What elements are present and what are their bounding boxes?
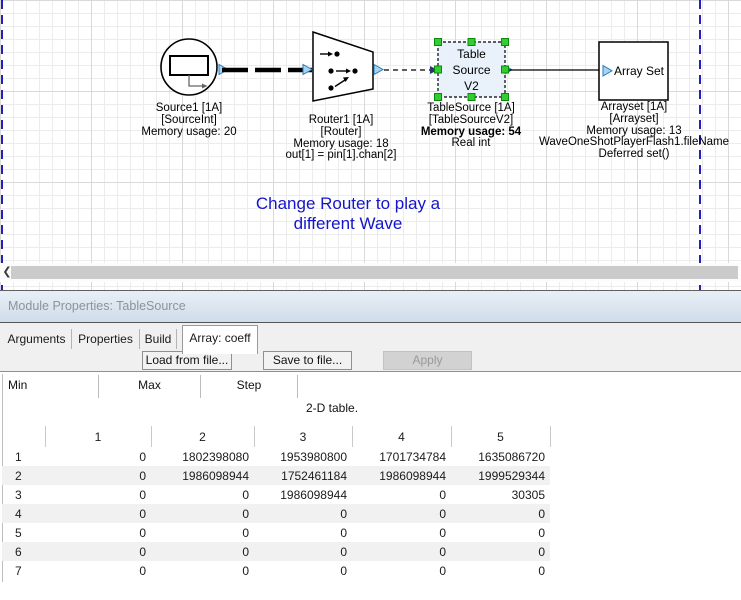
table-row: 5 0 0 0 0 0 (2, 523, 550, 542)
source-block[interactable] (161, 39, 228, 95)
row-header: 7 (2, 561, 45, 580)
cell[interactable]: 0 (451, 561, 550, 580)
table-row: 3 0 0 1986098944 0 30305 (2, 485, 550, 504)
cell[interactable]: 1953980800 (254, 447, 352, 466)
cell[interactable]: 1986098944 (151, 466, 254, 485)
router-label: Router1 [1A] [Router] Memory usage: 18 o… (286, 115, 397, 162)
table-row: 6 0 0 0 0 0 (2, 542, 550, 561)
table-row: 2 0 1986098944 1752461184 1986098944 199… (2, 466, 550, 485)
tabs-and-buttons-strip: Arguments Properties Build Array: coeff … (0, 323, 741, 372)
cell[interactable]: 0 (254, 523, 352, 542)
corner-cell (2, 426, 45, 447)
save-to-file-button[interactable]: Save to file... (263, 351, 352, 370)
cell[interactable]: 0 (151, 523, 254, 542)
table-row: 4 0 0 0 0 0 (2, 504, 550, 523)
cell[interactable]: 1701734784 (352, 447, 451, 466)
col-header: 2 (151, 426, 254, 447)
cell[interactable]: 0 (352, 485, 451, 504)
cell[interactable]: 0 (45, 561, 151, 580)
canvas-annotation[interactable]: Change Router to play a different Wave (256, 194, 440, 234)
cell[interactable]: 0 (151, 542, 254, 561)
coeff-table: 1 2 3 4 5 1 0 1802398080 1953980800 1701… (2, 426, 551, 580)
tab-arguments[interactable]: Arguments (2, 329, 72, 349)
tab-array-coeff[interactable]: Array: coeff (182, 325, 258, 354)
cell[interactable]: 0 (45, 504, 151, 523)
cell[interactable]: 0 (352, 542, 451, 561)
cell[interactable]: 0 (352, 561, 451, 580)
cell[interactable]: 0 (45, 542, 151, 561)
tablesource-body-text: Table Source V2 (438, 46, 505, 94)
tab-build[interactable]: Build (140, 329, 177, 349)
cell[interactable]: 0 (451, 504, 550, 523)
router-block[interactable] (303, 32, 383, 101)
router-output-pin-icon[interactable] (374, 65, 383, 75)
cell[interactable]: 0 (451, 542, 550, 561)
cell[interactable]: 0 (352, 504, 451, 523)
table-caption: 2-D table. (306, 401, 358, 415)
col-header: 5 (451, 426, 550, 447)
cell[interactable]: 1986098944 (254, 485, 352, 504)
properties-titlebar: Module Properties: TableSource (0, 290, 741, 323)
table-row: 7 0 0 0 0 0 (2, 561, 550, 580)
cell[interactable]: 1999529344 (451, 466, 550, 485)
row-header: 6 (2, 542, 45, 561)
scrollbar-thumb[interactable] (11, 266, 738, 279)
col-header: 1 (45, 426, 151, 447)
cell[interactable]: 0 (151, 504, 254, 523)
apply-button[interactable]: Apply (383, 351, 472, 370)
properties-title: Module Properties: TableSource (8, 299, 186, 313)
cell[interactable]: 0 (254, 504, 352, 523)
cell[interactable]: 0 (151, 485, 254, 504)
table-header-row: 1 2 3 4 5 (2, 426, 550, 447)
cell[interactable]: 1752461184 (254, 466, 352, 485)
cell[interactable]: 1986098944 (352, 466, 451, 485)
step-header: Step (201, 375, 298, 398)
row-header: 4 (2, 504, 45, 523)
horizontal-scrollbar[interactable]: ❮ (0, 263, 741, 282)
col-header: 4 (352, 426, 451, 447)
cell[interactable]: 0 (45, 447, 151, 466)
cell[interactable]: 30305 (451, 485, 550, 504)
cell[interactable]: 0 (254, 561, 352, 580)
cell[interactable]: 0 (254, 542, 352, 561)
schematic-canvas[interactable]: Table Source V2 Array Set Source1 [1A] [… (0, 0, 741, 291)
row-header: 1 (2, 447, 45, 466)
row-header: 2 (2, 466, 45, 485)
tab-properties[interactable]: Properties (72, 329, 140, 349)
cell[interactable]: 1802398080 (151, 447, 254, 466)
row-header: 5 (2, 523, 45, 542)
cell[interactable]: 0 (45, 466, 151, 485)
router-input-pin-icon[interactable] (303, 65, 312, 75)
array-editor-pane: Min Max Step 2-D table. 1 2 3 4 5 (0, 372, 741, 600)
max-header: Max (99, 375, 201, 398)
cell[interactable]: 1635086720 (451, 447, 550, 466)
source-label: Source1 [1A] [SourceInt] Memory usage: 2… (141, 103, 236, 138)
cell[interactable]: 0 (45, 523, 151, 542)
cell[interactable]: 0 (352, 523, 451, 542)
cell[interactable]: 0 (151, 561, 254, 580)
arrayset-label: Arrayset [1A] [Arrayset] Memory usage: 1… (539, 102, 729, 161)
cell[interactable]: 0 (45, 485, 151, 504)
cell[interactable]: 0 (451, 523, 550, 542)
row-header: 3 (2, 485, 45, 504)
min-header: Min (2, 375, 99, 398)
table-row: 1 0 1802398080 1953980800 1701734784 163… (2, 447, 550, 466)
col-header: 3 (254, 426, 352, 447)
tablesource-label: TableSource [1A] [TableSourceV2] Memory … (421, 103, 521, 150)
arrayset-body-text: Array Set (614, 64, 664, 78)
